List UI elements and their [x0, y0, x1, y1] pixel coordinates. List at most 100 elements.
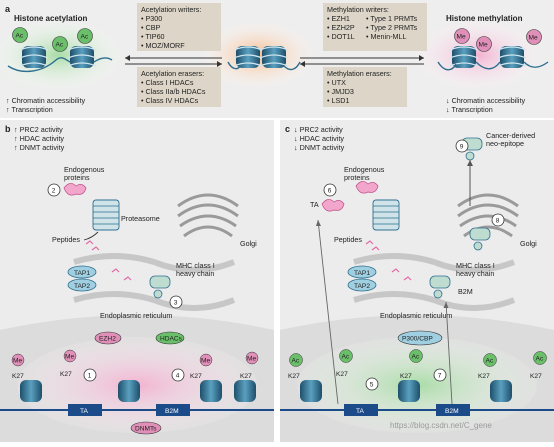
panel-c-peptides: Peptides — [334, 235, 362, 244]
methylation-title: Histone methylation — [446, 14, 523, 23]
ac-tag-label: Ac — [81, 34, 89, 41]
methylation-erasers-box — [323, 67, 407, 107]
er-membrane — [73, 253, 236, 273]
mhc-icon — [469, 227, 491, 251]
me-tag — [245, 351, 259, 365]
acetylation-eraser-item: • Class I HDACs — [141, 78, 194, 87]
step-number: 7 — [438, 373, 442, 380]
panel-b-label: b — [5, 124, 11, 134]
me-tag-label: Me — [247, 356, 256, 363]
ac-tag — [409, 349, 423, 363]
methylation-eraser-item: • JMJD3 — [327, 87, 354, 96]
panel-b-b2m: B2M — [165, 408, 179, 415]
acetylation-effect-2: ↑ Transcription — [6, 105, 53, 114]
protein-icon — [321, 199, 345, 212]
nucleosome-group-methylated: Me Me Me — [437, 28, 549, 71]
b2m-gene — [436, 404, 470, 416]
methylation-effect-1: ↓ Chromatin accessibility — [446, 96, 525, 105]
panel-c-er: Endoplasmic reticulum — [380, 311, 452, 320]
p300-badge — [397, 330, 443, 346]
acetylation-writers-box — [137, 3, 221, 51]
step-number: 3 — [174, 300, 178, 307]
protein-icon — [63, 183, 87, 196]
ac-tag-label: Ac — [56, 42, 64, 49]
arrowhead — [443, 302, 449, 308]
me-tag-label: Me — [529, 35, 538, 42]
nucleosome — [300, 380, 322, 402]
acetylation-writer-item: • P300 — [141, 14, 162, 23]
acetylation-eraser-item: • Class IIa/b HDACs — [141, 87, 206, 96]
nucleosome — [233, 46, 263, 68]
arrowhead — [316, 220, 321, 226]
me-tag-label: Me — [13, 358, 22, 365]
panel-b-tap1: TAP1 — [74, 270, 90, 277]
panel-b-golgi: Golgi — [240, 239, 257, 248]
panel-b-er: Endoplasmic reticulum — [100, 311, 172, 320]
peptide-icon — [391, 268, 412, 281]
arrow-ta-upregulation — [317, 219, 339, 405]
acetylation-erasers-title: Acetylation erasers: — [141, 69, 204, 78]
me-tag-label: Me — [457, 34, 466, 41]
methylation-erasers-title: Methylation erasers: — [327, 69, 392, 78]
acetylation-writer-item: • MOZ/MORF — [141, 41, 185, 50]
acetylation-writer-item: • CBP — [141, 23, 160, 32]
er-membrane — [353, 253, 516, 273]
step-badge — [365, 377, 379, 391]
panel-c-tap2: TAP2 — [354, 283, 370, 290]
panel-c-b2m-gene-label: B2M — [445, 408, 459, 415]
k27-label: K27 — [60, 371, 72, 378]
arrowhead — [217, 61, 222, 67]
methylation-writers-box — [323, 3, 427, 51]
tap2-icon — [347, 278, 377, 292]
k27-label: K27 — [400, 373, 412, 380]
ac-tag-label: Ac — [342, 354, 350, 361]
arrowhead — [419, 55, 424, 61]
mhc-b2m-icon — [429, 275, 451, 299]
me-tag — [63, 349, 77, 363]
k27-label: K27 — [190, 373, 202, 380]
arrow-b2m-upregulation — [445, 301, 453, 405]
step-badge — [491, 213, 505, 227]
nucleosome-group-neutral — [227, 46, 301, 71]
nucleosome — [398, 380, 420, 402]
panel-b-chromatin: TA B2M DNMTs Me K27 Me K27 1 4 Me K27 Me… — [0, 349, 274, 435]
nucleosome — [490, 380, 512, 402]
protein-icon — [355, 181, 379, 194]
methylation-writer-item: • Type 2 PRMTs — [366, 23, 418, 32]
methylation-glow — [416, 21, 540, 89]
methylation-writer-item: • EZH1 — [327, 14, 350, 23]
panel-b-ezh2: EZH2 — [99, 336, 116, 343]
panel-b-dnmts: DNMTs — [135, 426, 157, 433]
k27-label: K27 — [336, 371, 348, 378]
me-tag-label: Me — [65, 354, 74, 361]
panel-b-effect-1: ↑ PRC2 activity — [14, 125, 63, 134]
ac-tag-label: Ac — [486, 358, 494, 365]
step-number: 4 — [176, 373, 180, 380]
nucleosome — [234, 380, 256, 402]
ac-tag-label: Ac — [16, 33, 24, 40]
step-number: 2 — [52, 188, 56, 195]
k27-label: K27 — [240, 373, 252, 380]
ac-tag: Ac — [12, 27, 28, 43]
arrowhead — [125, 55, 130, 61]
peptide-icon — [365, 240, 380, 251]
ac-tag — [289, 353, 303, 367]
panel-a-label: a — [5, 4, 11, 14]
ac-tag: Ac — [77, 28, 93, 44]
panel-b-effect-3: ↑ DNMT activity — [14, 143, 65, 152]
nucleosome — [67, 46, 97, 68]
step-badge — [169, 295, 183, 309]
methylation-writers-title: Methylation writers: — [327, 5, 389, 14]
k27-label: K27 — [478, 373, 490, 380]
golgi-icon — [457, 193, 519, 238]
nucleosome — [20, 380, 42, 402]
panel-c-p300: P300/CBP — [402, 336, 433, 343]
tap1-icon — [67, 265, 97, 279]
dnmts-badge — [130, 421, 162, 435]
ac-tag-label: Ac — [536, 356, 544, 363]
methylation-writer-item: • Type 1 PRMTs — [366, 14, 418, 23]
